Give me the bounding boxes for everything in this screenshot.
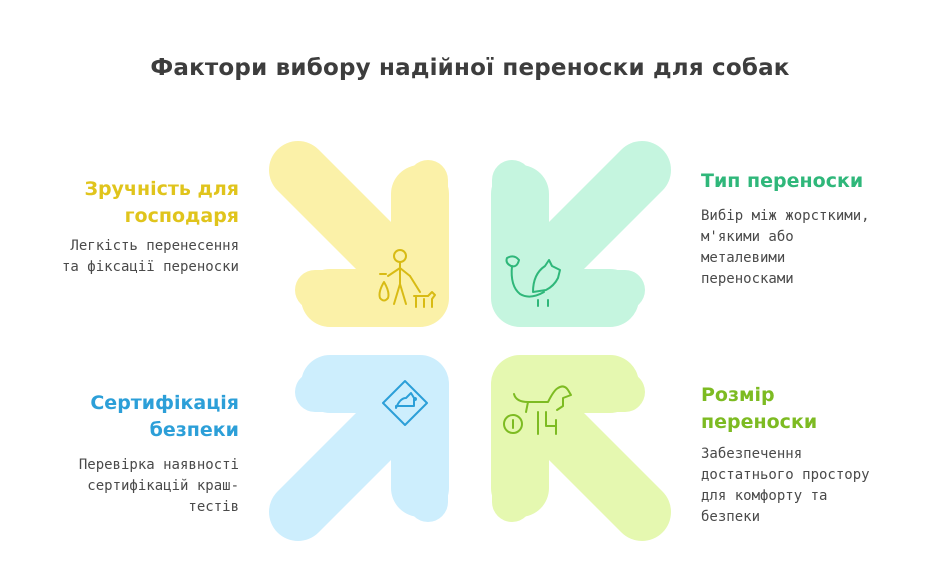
desc-size: Забезпечення достатнього простору для ко… — [701, 444, 921, 528]
person-walking-dog-icon — [378, 249, 436, 308]
heading-size: Розмір переноски — [701, 382, 921, 436]
desc-line: переносками — [701, 271, 794, 287]
leash-dog-icon — [505, 255, 561, 307]
dog-wheelchair-icon — [503, 385, 572, 435]
arrow-convenience — [269, 141, 449, 327]
desc-line: сертифікацій краш- — [87, 478, 239, 494]
arrow-type — [491, 141, 671, 327]
desc-line: Легкість перенесення — [70, 238, 239, 254]
heading-line: безпеки — [149, 419, 239, 441]
desc-line: Забезпечення — [701, 446, 803, 462]
desc-line: металевими — [701, 250, 786, 266]
heading-convenience: Зручність для господаря — [40, 176, 239, 230]
arrow-size — [491, 355, 671, 541]
desc-line: тестів — [188, 499, 239, 515]
heading-line: переноски — [701, 411, 818, 433]
heading-line: Сертифікація — [90, 392, 239, 414]
desc-line: Перевірка наявності — [78, 457, 239, 473]
page-title: Фактори вибору надійної переноски для со… — [150, 55, 790, 81]
arrow-certification — [269, 355, 449, 541]
heading-line: Тип переноски — [701, 170, 864, 192]
desc-certification: Перевірка наявності сертифікацій краш- т… — [40, 455, 239, 518]
dog-warning-sign-icon — [382, 380, 428, 426]
desc-type: Вибір між жорсткими, м'якими або металев… — [701, 206, 921, 290]
heading-line: Розмір — [701, 384, 775, 406]
heading-line: Зручність для — [84, 178, 239, 200]
desc-convenience: Легкість перенесення та фіксації перенос… — [40, 236, 239, 278]
heading-certification: Сертифікація безпеки — [40, 390, 239, 444]
heading-type: Тип переноски — [701, 168, 921, 195]
desc-line: безпеки — [701, 509, 761, 525]
desc-line: Вибір між жорсткими, — [701, 208, 870, 224]
desc-line: м'якими або — [701, 229, 794, 245]
desc-line: для комфорту та — [701, 488, 828, 504]
desc-line: та фіксації переноски — [61, 259, 239, 275]
heading-line: господаря — [124, 205, 239, 227]
desc-line: достатнього простору — [701, 467, 870, 483]
